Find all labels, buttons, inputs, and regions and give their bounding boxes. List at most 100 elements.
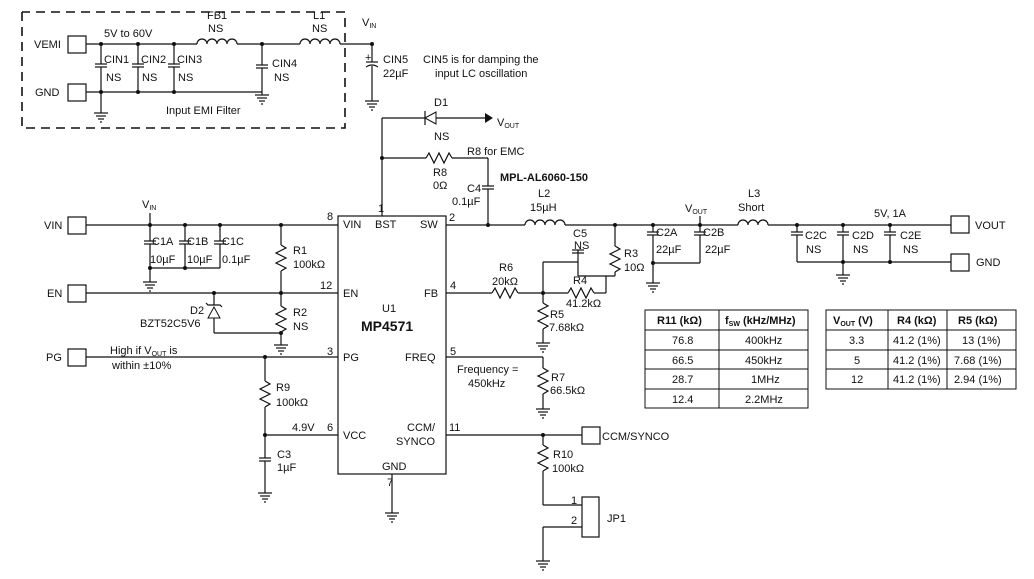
cin1-capacitor bbox=[95, 44, 107, 92]
cin5-ref: CIN5 bbox=[383, 54, 408, 66]
cin1-value: NS bbox=[106, 72, 121, 84]
jp1-jumper[interactable] bbox=[581, 496, 600, 538]
cin5-note-2: input LC oscillation bbox=[435, 68, 527, 80]
pin-number-gnd: 7 bbox=[387, 477, 393, 489]
l1-inductor bbox=[299, 38, 341, 45]
r5-ref: R5 bbox=[550, 309, 564, 321]
jp1-pin2: 2 bbox=[571, 515, 577, 527]
c2d-capacitor bbox=[837, 225, 849, 262]
cin4-capacitor bbox=[256, 44, 268, 92]
vcc-voltage-label: 4.9V bbox=[292, 422, 315, 434]
c4-value: 0.1µF bbox=[452, 196, 481, 208]
freq-note-1: Frequency = bbox=[457, 364, 518, 376]
r10-value: 100kΩ bbox=[552, 463, 584, 475]
pin-vin-label: VIN bbox=[343, 219, 361, 231]
pg-note-2: within ±10% bbox=[111, 360, 171, 372]
vout-table-cell: 41.2 (1%) bbox=[893, 374, 941, 386]
pin-pg-label: PG bbox=[343, 352, 359, 364]
c4-capacitor bbox=[482, 185, 494, 225]
pin-number-vin: 8 bbox=[327, 211, 333, 223]
cin5-capacitor: + bbox=[365, 44, 379, 98]
cin1-ref: CIN1 bbox=[104, 54, 129, 66]
r9-resistor bbox=[258, 357, 272, 435]
vout-table-cell: 2.94 (1%) bbox=[954, 374, 1002, 386]
vin-connector-label: VIN bbox=[44, 220, 62, 232]
pin-number-pg: 3 bbox=[327, 346, 333, 358]
c2b-ref: C2B bbox=[703, 227, 724, 239]
emi-range-label: 5V to 60V bbox=[104, 28, 153, 40]
c2a-value: 22µF bbox=[656, 244, 682, 256]
r2-value: NS bbox=[293, 321, 308, 333]
emi-filter-title: Input EMI Filter bbox=[166, 105, 241, 117]
fb1-ferrite-bead bbox=[196, 38, 238, 45]
vin-top-label: VIN bbox=[362, 17, 376, 30]
c1b-value: 10µF bbox=[187, 254, 213, 266]
c1a-ref: C1A bbox=[152, 236, 174, 248]
l1-ref: L1 bbox=[313, 10, 325, 22]
c1b-capacitor bbox=[179, 225, 191, 268]
en-connector[interactable] bbox=[67, 284, 87, 303]
r8-ref: R8 bbox=[433, 167, 447, 179]
d1-value: NS bbox=[434, 131, 449, 143]
l2-inductor bbox=[524, 219, 566, 226]
freq-note-2: 450kHz bbox=[468, 378, 505, 390]
r3-ref: R3 bbox=[624, 248, 638, 260]
emi-gnd-connector[interactable] bbox=[67, 83, 87, 102]
vout-connector[interactable] bbox=[950, 215, 970, 234]
pin-sw-label: SW bbox=[420, 219, 438, 231]
r7-ref: R7 bbox=[551, 372, 565, 384]
r4-ref: R4 bbox=[573, 275, 587, 287]
l1-value: NS bbox=[312, 23, 327, 35]
fb1-value: NS bbox=[208, 23, 223, 35]
r3-value: 10Ω bbox=[624, 262, 644, 274]
r6-value: 20kΩ bbox=[492, 276, 518, 288]
pg-connector[interactable] bbox=[67, 348, 87, 367]
pin-ccm-label-1: CCM/ bbox=[407, 422, 436, 434]
c2e-capacitor bbox=[884, 225, 896, 262]
freq-table-cell: 12.4 bbox=[672, 394, 693, 406]
c2c-value: NS bbox=[806, 244, 821, 256]
r1-resistor bbox=[274, 225, 288, 293]
cin2-value: NS bbox=[142, 72, 157, 84]
pin-number-en: 12 bbox=[320, 280, 332, 292]
vout-table-cell: 12 bbox=[851, 374, 863, 386]
ccm-synco-label: CCM/SYNCO bbox=[602, 431, 670, 443]
r7-resistor bbox=[536, 357, 550, 406]
r4-resistor bbox=[567, 286, 595, 300]
cin2-ref: CIN2 bbox=[141, 54, 166, 66]
c2a-capacitor bbox=[647, 225, 659, 263]
vemi-label: VEMI bbox=[34, 39, 61, 51]
r10-ref: R10 bbox=[553, 449, 573, 461]
pin-number-bst: 1 bbox=[378, 203, 384, 215]
vout-table-header-vout: VOUT (V) bbox=[833, 315, 873, 328]
r2-ref: R2 bbox=[293, 307, 307, 319]
c1c-value: 0.1µF bbox=[222, 254, 251, 266]
vout-table-cell: 7.68 (1%) bbox=[954, 355, 1002, 367]
cin4-value: NS bbox=[274, 72, 289, 84]
c1b-ref: C1B bbox=[187, 236, 208, 248]
l2-part-number: MPL-AL6060-150 bbox=[500, 172, 588, 184]
pin-ccm-label-2: SYNCO bbox=[396, 436, 436, 448]
r8-value: 0Ω bbox=[433, 180, 447, 192]
vin-connector[interactable] bbox=[67, 216, 87, 235]
ccm-synco-connector[interactable] bbox=[581, 426, 601, 445]
fb1-ref: FB1 bbox=[207, 10, 227, 22]
vout-table-header-r4: R4 (kΩ) bbox=[897, 315, 937, 327]
d1-vout-label: VOUT bbox=[497, 117, 520, 130]
gnd-out-connector[interactable] bbox=[950, 253, 970, 272]
c4-ref: C4 bbox=[467, 183, 481, 195]
vout-net-label: VOUT bbox=[685, 203, 708, 216]
pin-number-fb: 4 bbox=[450, 280, 456, 292]
input-emi-filter: Input EMI Filter 5V to 60V VEMI GND FB1 … bbox=[21, 10, 372, 129]
r5-value: 7.68kΩ bbox=[549, 322, 584, 334]
jp1-pin1: 1 bbox=[571, 495, 577, 507]
l3-ref: L3 bbox=[748, 188, 760, 200]
r10-resistor bbox=[536, 435, 582, 506]
vin-net-label: VIN bbox=[142, 199, 156, 212]
vemi-connector[interactable] bbox=[67, 35, 87, 54]
vout-connector-label: VOUT bbox=[975, 220, 1006, 232]
c2c-ref: C2C bbox=[805, 230, 827, 242]
l2-ref: L2 bbox=[538, 188, 550, 200]
l3-value: Short bbox=[738, 202, 764, 214]
